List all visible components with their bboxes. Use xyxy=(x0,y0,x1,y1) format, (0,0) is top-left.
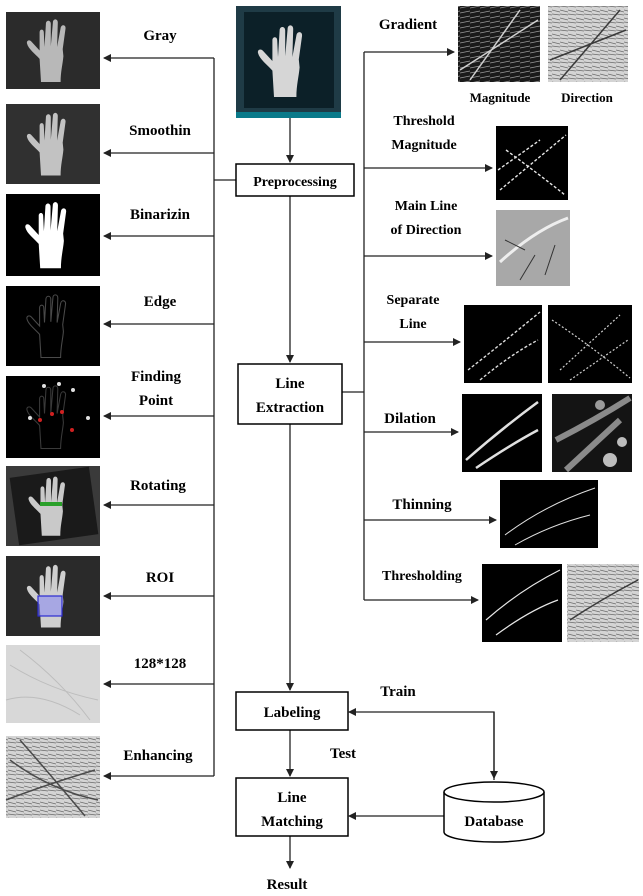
step-enhancing-label: Enhancing xyxy=(123,748,193,764)
separate-line-label-2: Line xyxy=(399,317,426,332)
step-finding-label: Finding xyxy=(131,369,182,385)
labeling-box: Labeling xyxy=(236,692,348,730)
threshold-magnitude-label-1: Threshold xyxy=(393,114,454,129)
thinning-label: Thinning xyxy=(392,497,452,513)
step-gray-label: Gray xyxy=(143,28,177,44)
left-step-labels: Gray Smoothin Binarizin Edge Finding Poi… xyxy=(123,28,193,764)
binary-palm-icon xyxy=(6,194,100,276)
preprocessing-box: Preprocessing xyxy=(236,164,354,196)
step-binarizing-label: Binarizin xyxy=(130,207,191,223)
train-arrow xyxy=(349,712,494,780)
main-line-label-1: Main Line xyxy=(395,199,458,214)
line-extraction-box: Line Extraction xyxy=(238,364,342,424)
direction-label: Direction xyxy=(561,90,614,105)
dilation-label: Dilation xyxy=(384,411,436,427)
separate-line-label-1: Separate xyxy=(387,293,440,308)
line-extraction-label-2: Extraction xyxy=(256,400,325,416)
step-roi-label: ROI xyxy=(146,570,175,586)
magnitude-label: Magnitude xyxy=(470,90,531,105)
step-edge-label: Edge xyxy=(144,294,177,310)
thresholding-icon xyxy=(482,564,639,642)
test-label: Test xyxy=(330,746,356,762)
thinning-icon xyxy=(500,480,598,548)
rotated-palm-icon xyxy=(6,466,100,546)
step-crop-label: 128*128 xyxy=(134,656,187,672)
thresholding-label: Thresholding xyxy=(382,569,462,584)
palm-photo-icon xyxy=(236,6,341,118)
main-line-direction-icon xyxy=(496,210,570,286)
line-extraction-label-1: Line xyxy=(275,376,305,392)
gray-palm-icon xyxy=(6,12,100,89)
step-point-label: Point xyxy=(139,393,173,409)
point-palm-icon xyxy=(6,376,100,458)
labeling-label: Labeling xyxy=(264,705,321,721)
line-matching-label-1: Line xyxy=(277,790,307,806)
enhanced-texture-icon xyxy=(6,736,100,818)
step-rotating-label: Rotating xyxy=(130,478,186,494)
gradient-label: Gradient xyxy=(379,17,437,33)
separate-line-icon xyxy=(464,305,632,383)
roi-crop-icon xyxy=(6,645,100,723)
gradient-direction-icon xyxy=(548,6,628,82)
database-label: Database xyxy=(464,814,524,830)
edge-palm-icon xyxy=(6,286,100,366)
threshold-magnitude-icon xyxy=(496,126,568,200)
database-cylinder: Database xyxy=(444,782,544,842)
line-matching-label-2: Matching xyxy=(261,814,323,830)
smoothed-palm-icon xyxy=(6,104,100,184)
result-label: Result xyxy=(267,877,308,893)
roi-palm-icon xyxy=(6,556,100,636)
line-matching-box: Line Matching xyxy=(236,778,348,836)
preprocessing-label: Preprocessing xyxy=(253,175,336,190)
threshold-magnitude-label-2: Magnitude xyxy=(391,138,456,153)
train-label: Train xyxy=(380,684,416,700)
main-line-label-2: of Direction xyxy=(391,223,462,238)
dilation-icon xyxy=(462,394,632,472)
step-smoothing-label: Smoothin xyxy=(129,123,191,139)
gradient-magnitude-icon xyxy=(458,6,540,82)
